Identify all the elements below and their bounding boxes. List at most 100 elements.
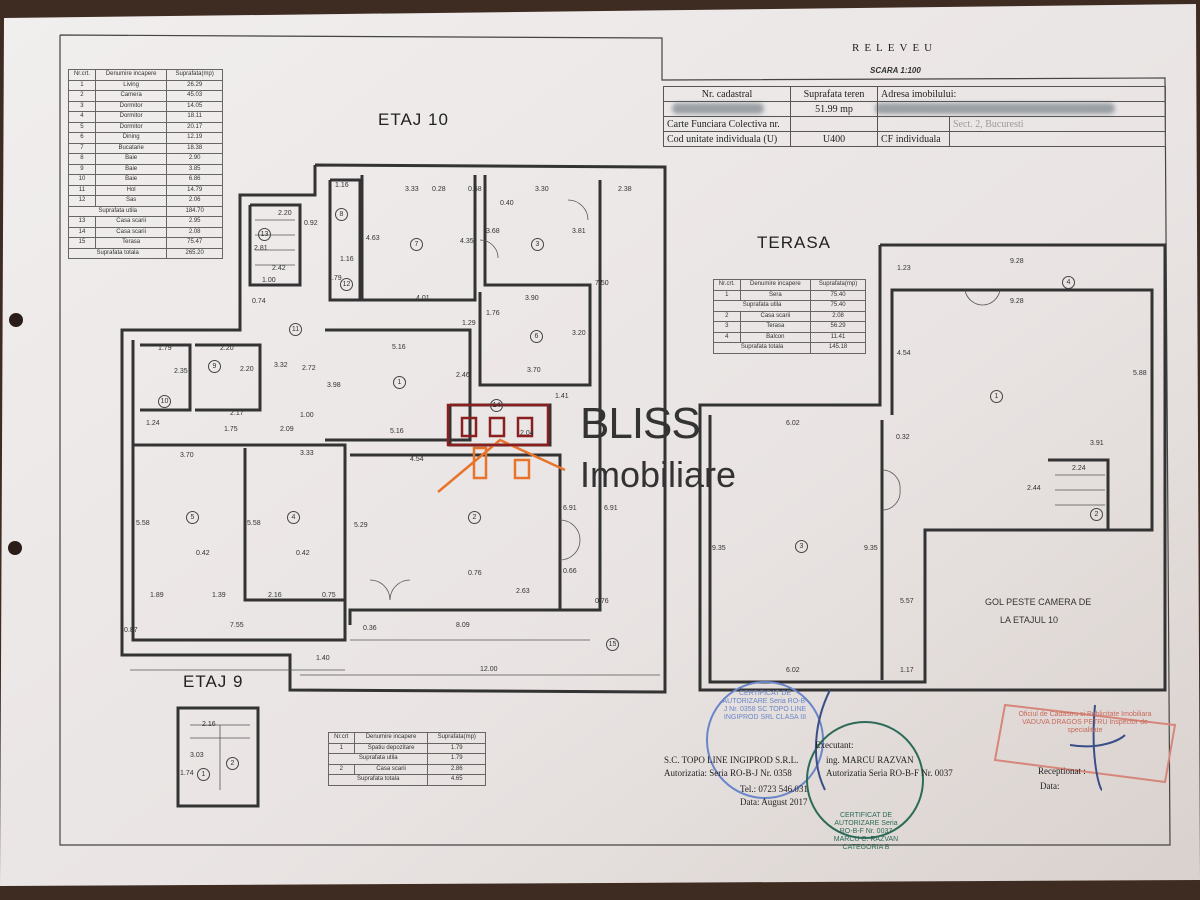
room-number-marker: 6	[530, 330, 543, 343]
dimension-label: 0.36	[363, 625, 377, 632]
dimension-label: 0.76	[468, 570, 482, 577]
terasa-label: TERASA	[757, 233, 832, 252]
dimension-label: 2.42	[272, 265, 286, 272]
dimension-label: 0.66	[563, 568, 577, 575]
data-label: Data:	[1040, 781, 1060, 791]
dimension-label: 6.02	[786, 420, 800, 427]
room-number-marker: 4	[287, 511, 300, 524]
nr-cadastral-label: Nr. cadastral	[663, 86, 791, 102]
dimension-label: 2.35	[174, 368, 188, 375]
room-number-marker: 1	[990, 390, 1003, 403]
dimension-label: 2.09	[280, 426, 294, 433]
room-number-marker: 9	[208, 360, 221, 373]
dimension-label: 2.72	[302, 365, 316, 372]
dimension-label: 0.32	[896, 434, 910, 441]
table-cell: 15	[68, 237, 96, 249]
room-number-marker: 1	[197, 768, 210, 781]
dimension-label: 1.79	[328, 275, 342, 282]
room-number-marker: 11	[289, 323, 302, 336]
table-cell: 14.79	[166, 184, 223, 196]
table-cell: Baie	[94, 174, 168, 186]
room-number-marker: 2	[226, 757, 239, 770]
table-cell: 7	[68, 142, 96, 154]
table-cell: Terasa	[739, 321, 812, 333]
dimension-label: 3.33	[405, 186, 419, 193]
table-cell: 1	[68, 79, 96, 91]
table-cell: 10	[68, 174, 96, 186]
dimension-label: 1.39	[212, 592, 226, 599]
dimension-label: 1.16	[340, 256, 354, 263]
dimension-label: 9.28	[1010, 258, 1024, 265]
suprafata-teren-value: 51.99 mp	[790, 101, 878, 117]
stamp1-text: CERTIFICAT DE AUTORIZARE Seria RO-B-J Nr…	[722, 690, 808, 721]
table-cell: 4	[68, 111, 96, 123]
dimension-label: 1.74	[180, 770, 194, 777]
dimension-label: 8.09	[456, 622, 470, 629]
dimension-label: 1.79	[158, 345, 172, 352]
dimension-label: 2.16	[202, 721, 216, 728]
table-cell: 75.40	[810, 289, 866, 301]
table-cell: 5	[68, 121, 96, 133]
table-cell: 56.29	[810, 321, 866, 333]
dimension-label: 2.24	[1072, 465, 1086, 472]
dimension-label: 2.20	[240, 366, 254, 373]
dimension-label: 0.87	[124, 627, 138, 634]
dimension-label: 5.16	[390, 428, 404, 435]
table-cell: 18.11	[166, 111, 223, 123]
dimension-label: 4.54	[897, 350, 911, 357]
dimension-label: 1.00	[300, 412, 314, 419]
dimension-label: 0.68	[468, 186, 482, 193]
table-cell: 2	[68, 90, 96, 102]
room-number-marker: 13	[258, 228, 271, 241]
table-cell: Dormitor	[94, 100, 168, 112]
table-cell: 2	[713, 310, 741, 322]
dimension-label: 0.42	[296, 550, 310, 557]
dimension-label: 9.35	[864, 545, 878, 552]
dimension-label: 6.91	[563, 505, 577, 512]
room-number-marker: 3	[531, 238, 544, 251]
room-number-marker: 10	[158, 395, 171, 408]
dimension-label: 2.63	[516, 588, 530, 595]
company-authorization: Autorizatia: Seria RO-B-J Nr. 0358	[664, 768, 792, 778]
table-cell: 4	[713, 331, 741, 343]
table-cell: Camera	[94, 90, 168, 102]
dimension-label: 0.75	[322, 592, 336, 599]
dimension-label: 4.01	[416, 295, 430, 302]
gol-label-line2: LA ETAJUL 10	[1000, 615, 1059, 625]
table-cell: Casa scarii	[353, 763, 429, 775]
table-cell: 13	[68, 216, 96, 228]
dimension-label: 3.68	[486, 228, 500, 235]
table-cell: 6	[68, 132, 96, 144]
table-cell: Balcon	[739, 331, 812, 343]
dimension-label: 7.50	[595, 280, 609, 287]
table-cell: Casa scarii	[739, 310, 812, 322]
table-cell: 2.08	[166, 226, 223, 238]
dimension-label: 2.04	[520, 430, 534, 437]
gol-label-line1: GOL PESTE CAMERA DE	[985, 597, 1092, 607]
date: Data: August 2017	[740, 797, 808, 807]
table-cell: 1.79	[427, 742, 486, 754]
table-cell: Hol	[94, 184, 168, 196]
table-cell: 3	[68, 100, 96, 112]
room-number-marker: 1	[393, 376, 406, 389]
stamp3-text: Oficiul de Cadastru si Publicitate Imobi…	[1018, 711, 1152, 734]
table-cell: 2.08	[810, 310, 866, 322]
dimension-label: 2.17	[230, 410, 244, 417]
dimension-label: 3.03	[190, 752, 204, 759]
document-title: RELEVEU	[852, 42, 938, 54]
dimension-label: 7.55	[230, 622, 244, 629]
dimension-label: 3.90	[525, 295, 539, 302]
dimension-label: 9.35	[712, 545, 726, 552]
